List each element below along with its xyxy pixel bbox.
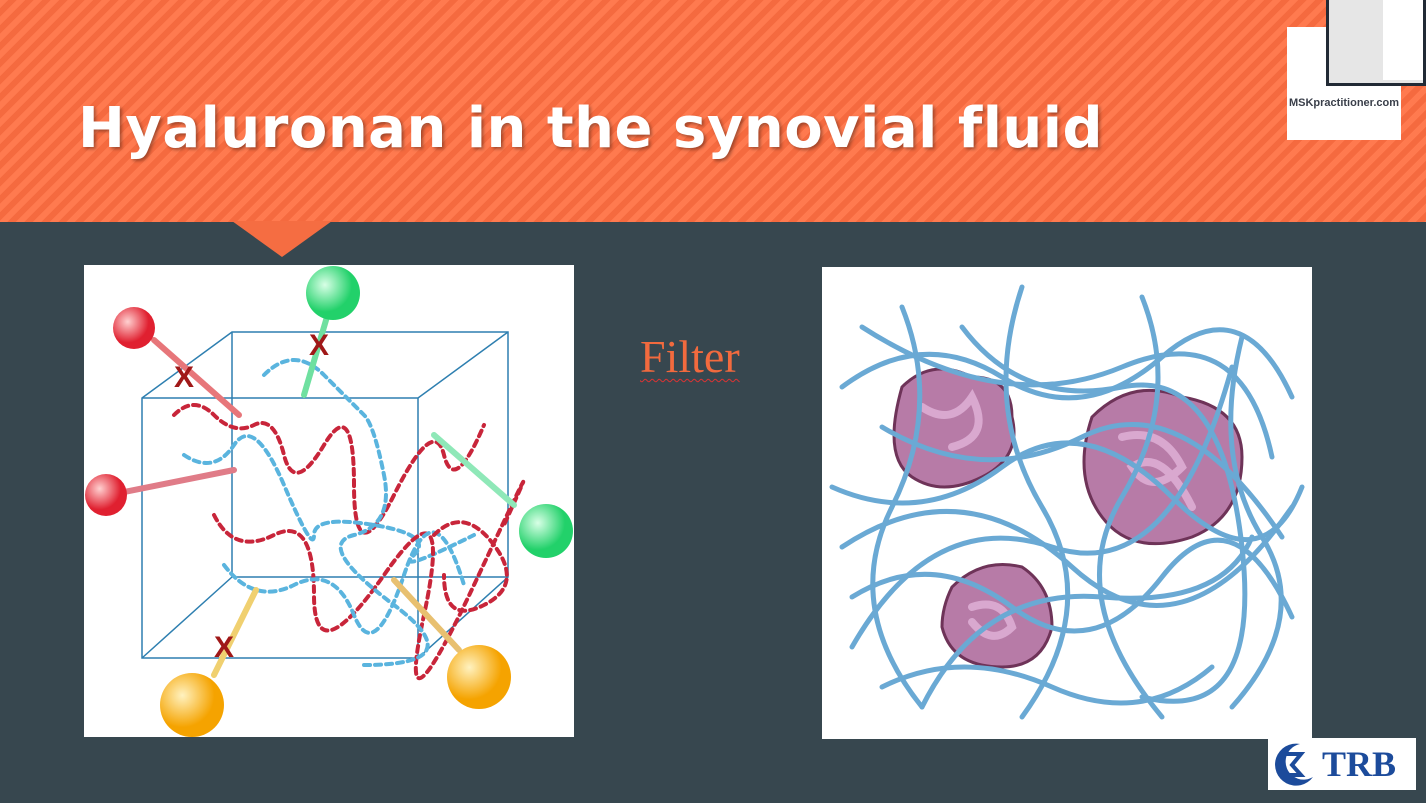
msk-logo-text: MSKpractitioner.com: [1288, 97, 1400, 109]
header-pointer: [232, 221, 332, 257]
slide-header: [0, 0, 1426, 222]
trb-emblem-icon: [1275, 743, 1313, 786]
hyaluronan-mesh-illustration: [822, 267, 1312, 739]
hyaluronan-network-diagram: X X X: [84, 265, 574, 737]
blocked-marker: X: [174, 361, 194, 394]
trb-logo: TRB: [1268, 738, 1416, 790]
blocked-marker: X: [214, 631, 234, 664]
blocked-marker: X: [309, 329, 329, 362]
document-preview: [1383, 0, 1423, 80]
filter-label: Filter: [640, 331, 740, 382]
slide-title: Hyaluronan in the synovial fluid: [78, 96, 1104, 161]
video-thumbnail: [1326, 0, 1426, 86]
trb-logo-text: TRB: [1322, 744, 1397, 784]
